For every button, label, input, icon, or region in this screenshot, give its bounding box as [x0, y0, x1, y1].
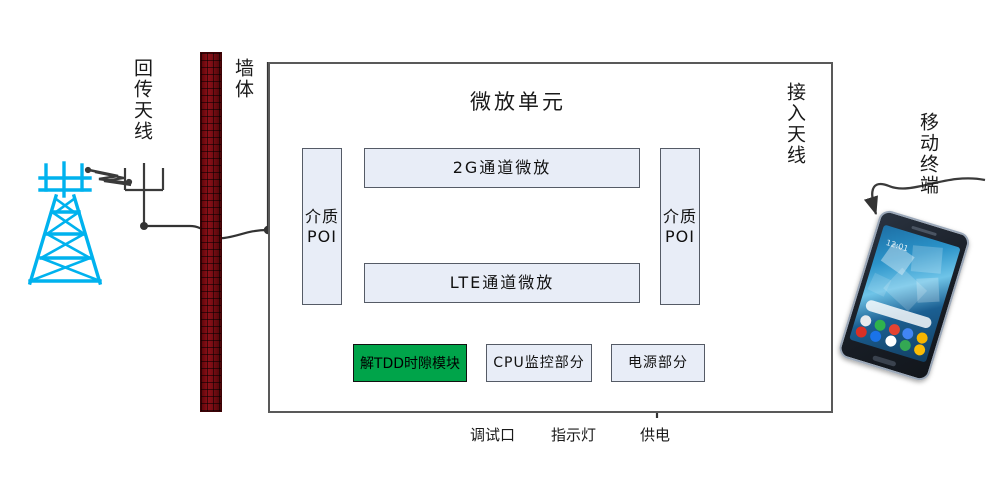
poi-right-line1: 介质	[662, 207, 697, 227]
terminal-link-arrow	[863, 177, 986, 216]
port-label-power: 供电	[640, 426, 671, 444]
page-title: 微放单元	[470, 90, 566, 114]
label-mobile-terminal: 移动终端	[916, 112, 939, 196]
label-access-antenna: 接入天线	[783, 82, 806, 166]
label-backhaul-antenna: 回传天线	[130, 58, 153, 142]
dielectric-poi-right[interactable]: 介质 POI	[660, 148, 700, 305]
tdd-module-label: 解TDD时隙模块	[359, 356, 461, 372]
dielectric-poi-left[interactable]: 介质 POI	[302, 148, 342, 305]
power-section-block[interactable]: 电源部分	[611, 344, 705, 382]
cpu-monitor-block[interactable]: CPU监控部分	[486, 344, 592, 382]
cpu-monitor-label: CPU监控部分	[493, 354, 585, 371]
channel-2g-block[interactable]: 2G通道微放	[364, 148, 640, 188]
backhaul-antenna-icon	[123, 163, 165, 226]
channel-2g-label: 2G通道微放	[452, 158, 552, 178]
channel-lte-label: LTE通道微放	[449, 273, 555, 293]
poi-left-line1: 介质	[304, 207, 339, 227]
tdd-timeslot-module[interactable]: 解TDD时隙模块	[353, 344, 467, 382]
phone-home-button	[872, 355, 897, 367]
port-label-indicator: 指示灯	[551, 426, 597, 444]
power-section-label: 电源部分	[628, 354, 688, 371]
wall-graphic	[200, 52, 222, 412]
cell-tower-icon	[27, 161, 103, 286]
channel-lte-block[interactable]: LTE通道微放	[364, 263, 640, 303]
label-wall: 墙体	[231, 58, 254, 100]
poi-right-line2: POI	[665, 226, 695, 246]
poi-left-line2: POI	[307, 226, 337, 246]
port-label-debug: 调试口	[470, 426, 516, 444]
wireless-signal-icon	[84, 166, 133, 187]
